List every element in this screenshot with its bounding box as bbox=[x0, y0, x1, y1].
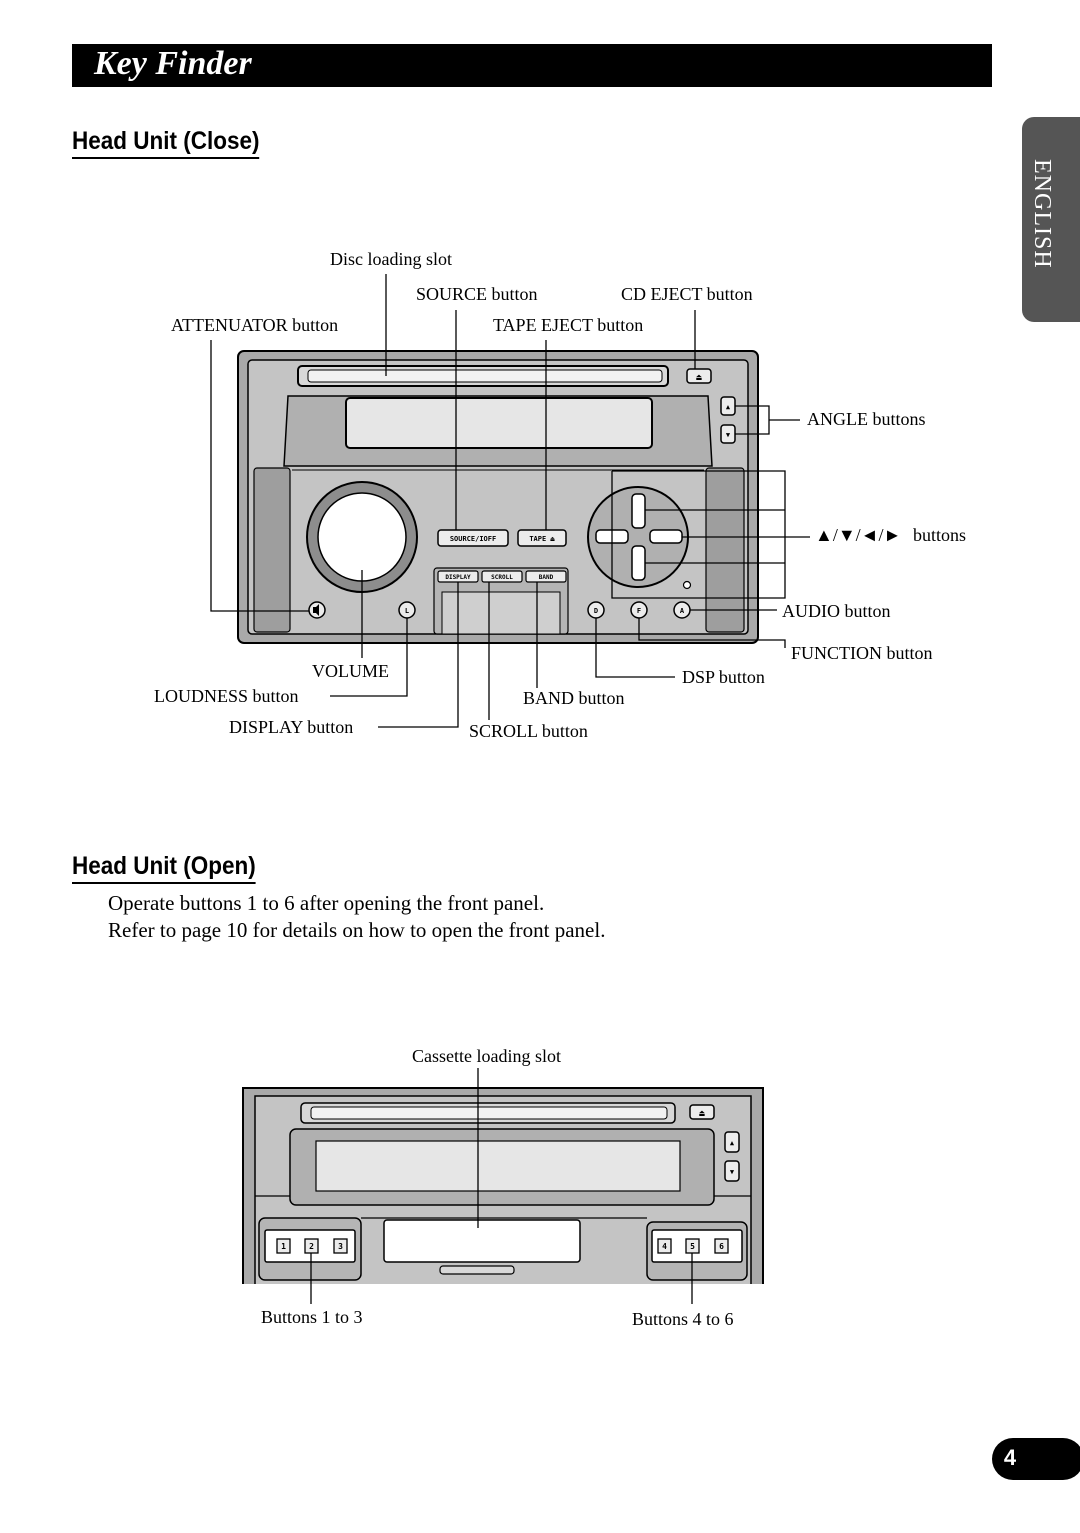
open-instruction-line-1: Operate buttons 1 to 6 after opening the… bbox=[108, 891, 545, 915]
reset-hole bbox=[682, 580, 692, 590]
open-angle-down-glyph: ▼ bbox=[730, 1168, 735, 1176]
arrow-up-button[interactable] bbox=[631, 493, 646, 529]
source-button-text: SOURCE/IOFF bbox=[450, 535, 496, 543]
label-attenuator-button: ATTENUATOR button bbox=[171, 315, 338, 335]
label-scroll-button: SCROLL button bbox=[469, 721, 588, 741]
open-angle-down-button[interactable]: ▼ bbox=[724, 1160, 740, 1182]
label-band-button: BAND button bbox=[523, 688, 625, 708]
page-title-bar: Key Finder bbox=[72, 44, 992, 87]
preset-button-3[interactable]: 3 bbox=[333, 1238, 348, 1254]
source-button[interactable]: SOURCE/IOFF bbox=[437, 529, 509, 547]
label-angle-buttons: ANGLE buttons bbox=[807, 409, 926, 429]
speaker-icon bbox=[313, 604, 319, 616]
label-cassette-loading-slot: Cassette loading slot bbox=[412, 1046, 561, 1066]
cassette-loading-slot[interactable] bbox=[383, 1219, 581, 1263]
dsp-button[interactable]: D bbox=[587, 601, 605, 619]
loudness-button-text: L bbox=[405, 607, 409, 615]
preset-button-1-label: 1 bbox=[281, 1242, 286, 1251]
band-button[interactable]: BAND bbox=[525, 570, 567, 583]
tape-eject-button-text: TAPE ⏏ bbox=[529, 535, 555, 543]
open-angle-up-glyph: ▲ bbox=[730, 1139, 735, 1147]
language-tab-label: ENGLISH bbox=[1029, 159, 1055, 269]
attenuator-button[interactable] bbox=[308, 601, 326, 619]
page-number: 4 bbox=[1003, 1445, 1017, 1470]
scroll-button[interactable]: SCROLL bbox=[481, 570, 523, 583]
open-eject-button[interactable]: ⏏ bbox=[689, 1104, 715, 1120]
label-display-button: DISPLAY button bbox=[229, 717, 353, 737]
function-button-text: F bbox=[637, 607, 641, 615]
audio-button-text: A bbox=[680, 607, 685, 615]
page-number-badge: 4 bbox=[992, 1438, 1080, 1480]
label-volume: VOLUME bbox=[312, 661, 389, 681]
cd-eject-glyph: ⏏ bbox=[696, 373, 702, 383]
preset-button-3-label: 3 bbox=[338, 1242, 343, 1251]
label-disc-loading-slot: Disc loading slot bbox=[330, 249, 452, 269]
angle-up-button[interactable]: ▲ bbox=[720, 396, 736, 416]
section-heading-open: Head Unit (Open) bbox=[72, 851, 256, 884]
section-heading-close: Head Unit (Close) bbox=[72, 126, 260, 159]
leader-lines-close bbox=[210, 274, 810, 728]
arrow-right-button[interactable] bbox=[649, 529, 683, 544]
preset-button-5[interactable]: 5 bbox=[685, 1238, 700, 1254]
display-button-text: DISPLAY bbox=[445, 574, 471, 581]
display-window bbox=[345, 397, 653, 449]
angle-down-button[interactable]: ▼ bbox=[720, 424, 736, 444]
label-function-button: FUNCTION button bbox=[791, 643, 933, 663]
scroll-button-text: SCROLL bbox=[491, 574, 513, 581]
label-source-button: SOURCE button bbox=[416, 284, 538, 304]
preset-button-1[interactable]: 1 bbox=[276, 1238, 291, 1254]
loudness-button[interactable]: L bbox=[398, 601, 416, 619]
page-title: Key Finder bbox=[94, 45, 252, 82]
open-display-window bbox=[315, 1140, 681, 1192]
preset-button-5-label: 5 bbox=[690, 1242, 695, 1251]
open-instruction-line-2: Refer to page 10 for details on how to o… bbox=[108, 918, 606, 942]
label-arrow-glyphs: ▲/▼/◄/► bbox=[815, 525, 901, 545]
open-eject-glyph: ⏏ bbox=[699, 1109, 705, 1119]
display-button[interactable]: DISPLAY bbox=[437, 570, 479, 583]
function-button[interactable]: F bbox=[630, 601, 648, 619]
head-unit-close-body bbox=[237, 350, 759, 644]
audio-button[interactable]: A bbox=[673, 601, 691, 619]
arrow-down-button[interactable] bbox=[631, 545, 646, 581]
preset-button-2-label: 2 bbox=[309, 1242, 314, 1251]
preset-button-2[interactable]: 2 bbox=[304, 1238, 319, 1254]
label-buttons-1-to-3: Buttons 1 to 3 bbox=[261, 1307, 363, 1327]
cd-eject-button[interactable]: ⏏ bbox=[686, 368, 712, 384]
label-buttons-4-to-6: Buttons 4 to 6 bbox=[632, 1309, 734, 1329]
angle-down-glyph: ▼ bbox=[726, 431, 731, 439]
label-audio-button: AUDIO button bbox=[782, 601, 891, 621]
preset-button-6[interactable]: 6 bbox=[714, 1238, 729, 1254]
label-tape-eject-button: TAPE EJECT button bbox=[493, 315, 643, 335]
label-dsp-button: DSP button bbox=[682, 667, 765, 687]
preset-button-6-label: 6 bbox=[719, 1242, 724, 1251]
preset-button-4-label: 4 bbox=[662, 1242, 667, 1251]
leader-lines-open bbox=[310, 1068, 693, 1304]
label-arrow-buttons-word: buttons bbox=[913, 525, 966, 545]
tape-eject-button[interactable]: TAPE ⏏ bbox=[517, 529, 567, 547]
dsp-button-text: D bbox=[594, 607, 598, 615]
label-loudness-button: LOUDNESS button bbox=[154, 686, 299, 706]
angle-up-glyph: ▲ bbox=[726, 403, 731, 411]
preset-button-4[interactable]: 4 bbox=[657, 1238, 672, 1254]
band-button-text: BAND bbox=[539, 574, 554, 581]
label-cd-eject-button: CD EJECT button bbox=[621, 284, 753, 304]
open-angle-up-button[interactable]: ▲ bbox=[724, 1131, 740, 1153]
language-tab: ENGLISH bbox=[1022, 117, 1080, 322]
